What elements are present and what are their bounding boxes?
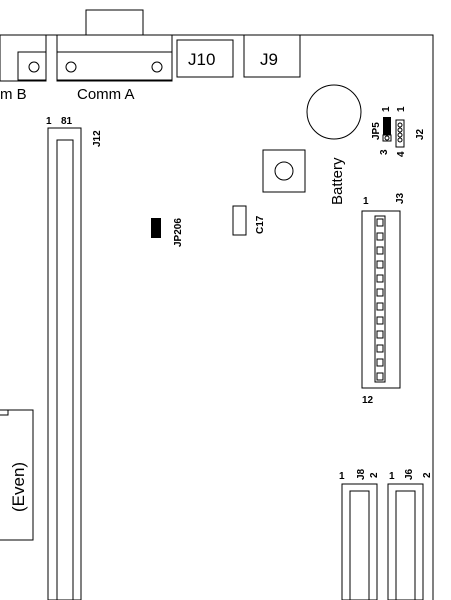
- j6-slot: [387, 483, 424, 600]
- j8-label: J8: [356, 468, 367, 480]
- jp5-pin3-label: 3: [379, 149, 390, 155]
- comm-b-connector: [0, 34, 47, 82]
- j2-pin1-label: 1: [396, 106, 407, 112]
- j8-pin2-label: 2: [369, 472, 380, 478]
- j3-pin-row: [376, 218, 384, 381]
- j3-pin-9: [376, 330, 384, 339]
- j12-pin81-label: 81: [61, 116, 73, 127]
- j12-slot: [47, 127, 82, 600]
- battery-label: Battery: [329, 157, 346, 205]
- j3-pin-6: [376, 288, 384, 297]
- j3-pin-1: [376, 218, 384, 227]
- j3-pin-10: [376, 344, 384, 353]
- j3-pin-7: [376, 302, 384, 311]
- even-label: (Even): [9, 462, 28, 512]
- j8-slot: [341, 483, 378, 600]
- j6-label: J6: [404, 468, 415, 480]
- j3-pin-8: [376, 316, 384, 325]
- c17-label: C17: [255, 215, 266, 234]
- push-switch: [262, 149, 306, 193]
- comm-b-label: m B: [0, 86, 27, 103]
- j8-pin1-label: 1: [339, 471, 345, 482]
- jp5-jumper: [382, 117, 392, 142]
- comm-a-label: Comm A: [77, 86, 135, 103]
- j3-connector: [361, 210, 401, 389]
- j2-pin4-label: 4: [396, 151, 407, 157]
- j3-label: J3: [395, 192, 406, 204]
- jp5-label: JP5: [371, 122, 382, 140]
- j10-label: J10: [188, 50, 215, 69]
- comm-a-connector: [56, 9, 173, 82]
- c17-capacitor: [232, 205, 247, 236]
- j6-pin1-label: 1: [389, 471, 395, 482]
- j9-label: J9: [260, 50, 278, 69]
- battery: [306, 84, 362, 140]
- j12-label: J12: [92, 130, 103, 147]
- j3-pin-11: [376, 358, 384, 367]
- j3-pin-4: [376, 260, 384, 269]
- j12-pin1-label: 1: [46, 116, 52, 127]
- j2-connector: [395, 119, 405, 148]
- j10-connector: [176, 39, 234, 78]
- j3-pin-2: [376, 232, 384, 241]
- j3-pin-5: [376, 274, 384, 283]
- jp206-label: JP206: [173, 218, 184, 247]
- j3-pin1-label: 1: [363, 196, 369, 207]
- jp5-pin1-label: 1: [381, 106, 392, 112]
- j9-connector: [243, 34, 301, 78]
- even-memory-slot: [0, 409, 34, 541]
- j3-pin-12: [376, 372, 384, 381]
- j2-label: J2: [415, 128, 426, 140]
- j3-pin-3: [376, 246, 384, 255]
- j6-pin2-label: 2: [422, 472, 433, 478]
- j3-pin12-label: 12: [362, 395, 374, 406]
- jp206-jumper: [151, 218, 161, 238]
